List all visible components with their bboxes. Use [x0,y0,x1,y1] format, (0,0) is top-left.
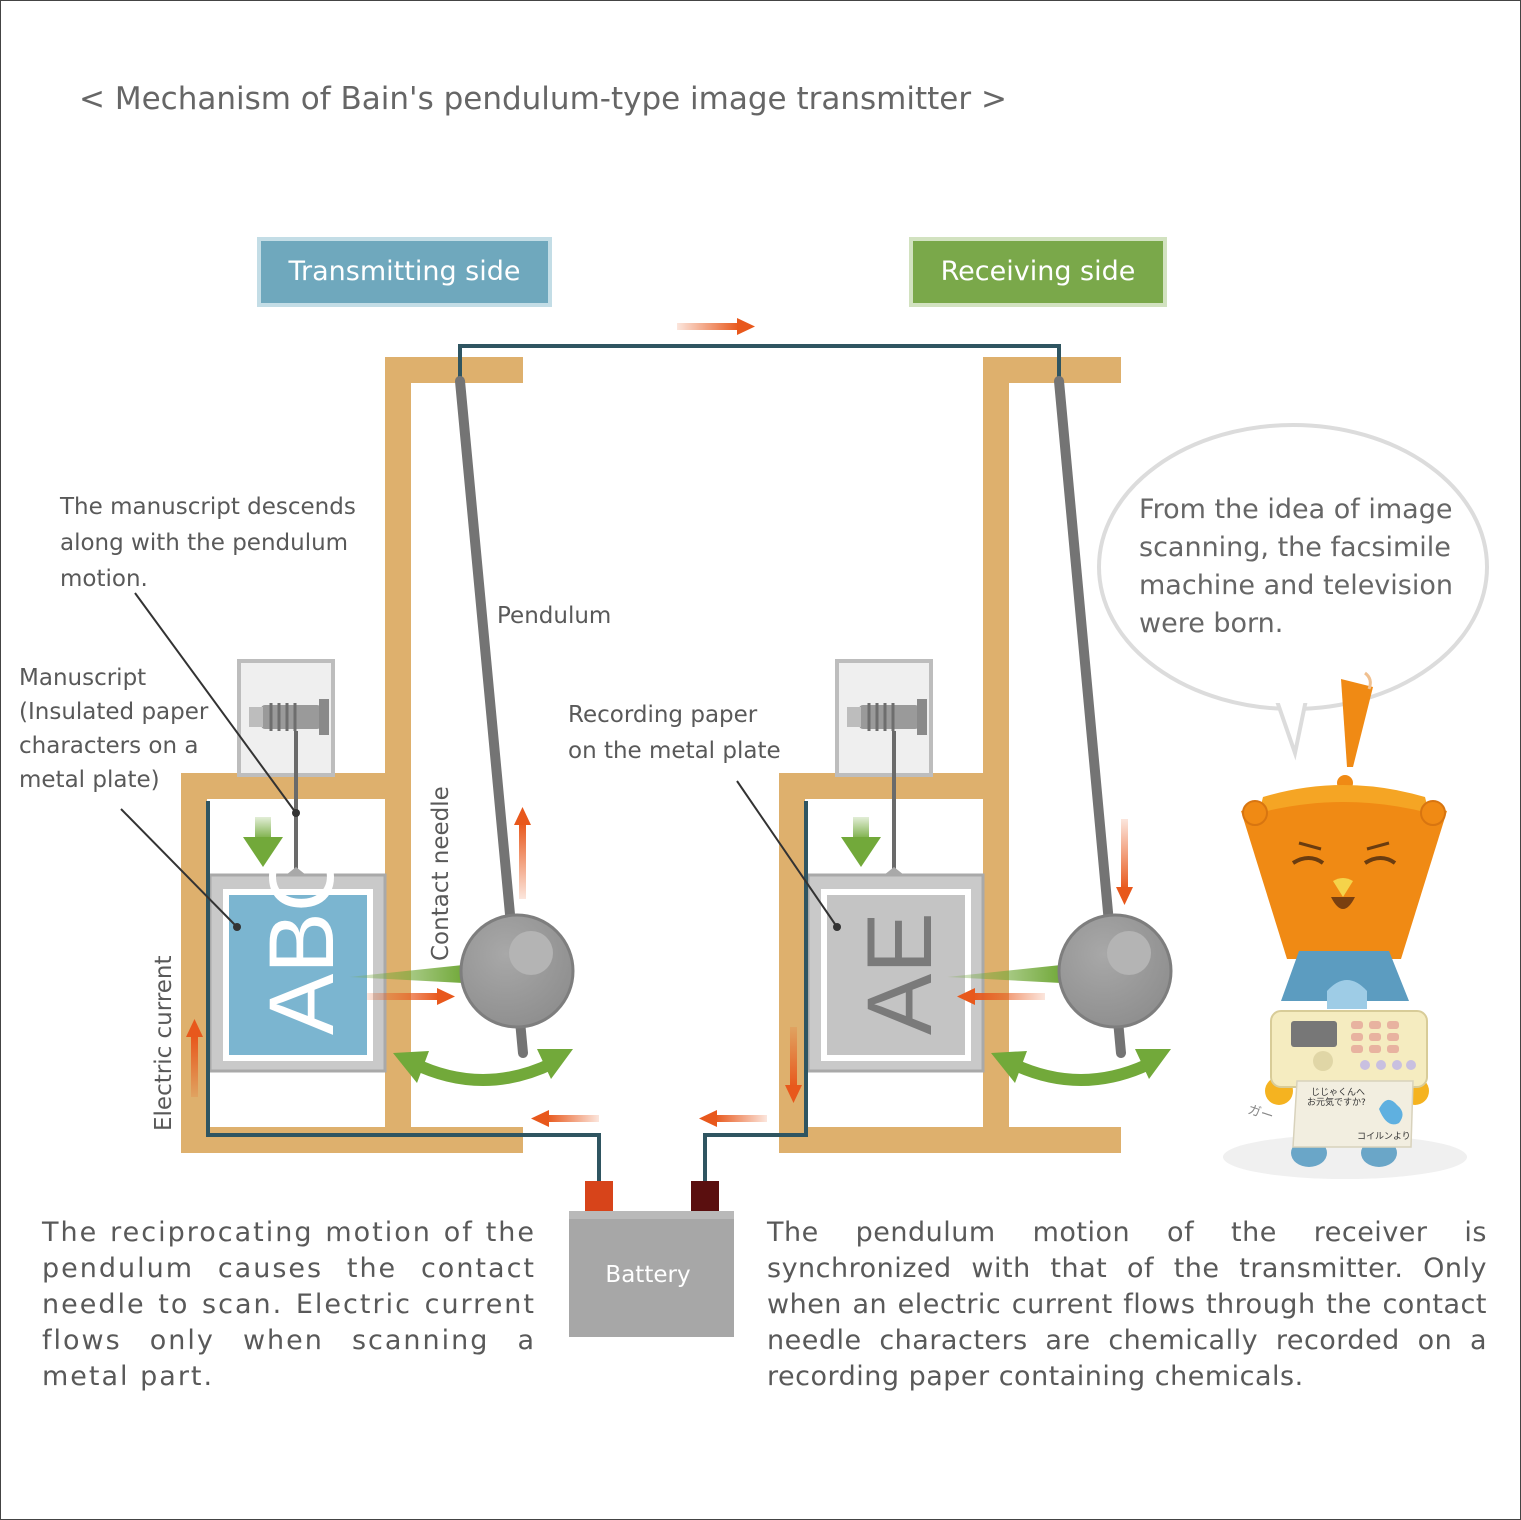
battery-label: Battery [605,1262,690,1288]
contact-needle-label: Contact needle [428,786,454,961]
leader-lines [120,592,838,928]
current-arrow-right-down [785,1027,802,1103]
recorded-characters: AE [849,912,951,1035]
current-arrow-left-up [186,1019,203,1097]
receiver-frame [779,357,1121,1153]
fax-sound-text: ガー [1246,1103,1275,1125]
current-arrow-pendulum-down [1116,819,1133,905]
pendulum-label: Pendulum [497,603,612,629]
paper-line-1: じじゃくんへ [1311,1087,1365,1098]
current-arrow-top [677,318,755,335]
recording-plate [806,867,985,1073]
receiver-pendulum [947,376,1173,1058]
mascot-character [1223,671,1467,1179]
paper-line-2: お元気ですか? [1307,1096,1366,1108]
transmitting-side-label: Transmitting side [288,256,521,287]
current-arrow-pendulum-up [514,807,531,899]
manuscript-descends-note: The manuscript descends along with the p… [60,494,356,592]
transmitter-solenoid [237,659,335,877]
current-arrow-bottom-left [531,1110,599,1127]
receiver-solenoid [835,659,933,877]
left-description: The reciprocating motion of the pendulum… [42,1217,536,1392]
battery [569,1181,734,1337]
descend-arrow-right [841,817,881,867]
diagram-title: < Mechanism of Bain's pendulum-type imag… [79,81,1007,117]
transmitter-pendulum [349,376,575,1058]
manuscript-characters: ABC [251,846,353,1035]
electric-current-label: Electric current [151,955,177,1131]
recording-paper-note: Recording paper on the metal plate [568,702,781,764]
manuscript-plate [208,867,387,1073]
descend-arrow-left [243,817,283,867]
receiving-side-badge: Receiving side [909,237,1167,307]
speech-bubble-shape [1097,423,1489,761]
swing-arrow-right [991,1049,1171,1086]
current-arrow-bottom-right [699,1110,767,1127]
current-arrow-needle-left [367,988,455,1005]
current-arrow-needle-right [957,988,1045,1005]
speech-bubble-text: From the idea of image scanning, the fac… [1139,494,1453,639]
paper-signature: コイルンより [1357,1131,1411,1142]
transmitting-side-badge: Transmitting side [257,237,552,307]
swing-arrow-left [393,1049,573,1086]
right-description: The pendulum motion of the receiver is s… [767,1217,1487,1392]
manuscript-note: Manuscript (Insulated paper characters o… [19,665,209,793]
circuit-wire [206,344,1061,1185]
receiving-side-label: Receiving side [940,256,1136,287]
